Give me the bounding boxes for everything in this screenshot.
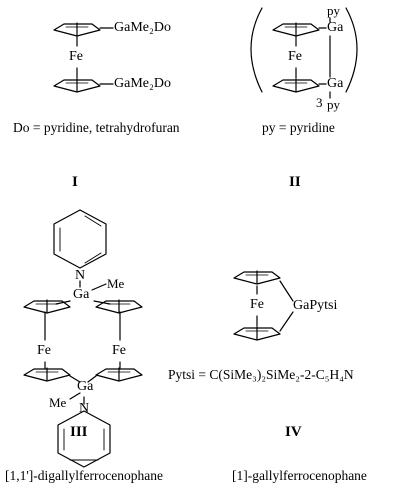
ferrocene-II <box>250 7 358 99</box>
compound-ii-repeat-subscript: 3 <box>316 95 323 110</box>
compound-iii-fe-left: Fe <box>37 343 51 358</box>
cp-ring-bottom-I <box>53 79 101 93</box>
cp-ring-top-I <box>53 23 101 37</box>
compound-iv-numeral: IV <box>285 424 302 440</box>
cp-ring-top-right-III <box>95 300 143 314</box>
compound-iii-me-top: Me <box>107 276 125 291</box>
pyridine-ring-top <box>53 209 107 269</box>
compound-iv-name: [1]-gallylferrocenophane <box>232 468 367 483</box>
compound-iv-definition: Pytsi = C(SiMe₃)₂SiMe₂-2-C₅H₄N <box>168 367 354 382</box>
compound-i-bottom-substituent: GaMe₂Do <box>114 76 171 91</box>
compound-iii-n-top: N <box>75 268 86 283</box>
compound-iii-n-bottom: N <box>79 401 90 416</box>
compound-ii-ga-bottom: Ga <box>327 76 344 91</box>
cp-ring-top-IV <box>233 271 281 285</box>
cp-ring-bottom-IV <box>233 327 281 341</box>
compound-ii-ga-top: Ga <box>327 20 344 35</box>
bracket-right <box>345 7 358 93</box>
compound-iv-substituent: GaPytsi <box>293 298 338 313</box>
cp-ring-top-II <box>272 23 320 37</box>
compound-iii-ga-bottom: Ga <box>77 379 94 394</box>
compound-ii-numeral: II <box>289 174 301 190</box>
compound-ii-py-bottom: py <box>327 97 340 112</box>
compound-iii-ga-top: Ga <box>73 287 90 302</box>
ferrocene-I <box>53 22 114 93</box>
compound-iv-iron-label: Fe <box>250 297 264 312</box>
ferrocenophane-IV <box>233 270 294 341</box>
compound-i-top-substituent: GaMe₂Do <box>114 20 171 35</box>
compound-iii-numeral: III <box>70 424 88 440</box>
compound-i-iron-label: Fe <box>69 49 83 64</box>
cp-ring-bottom-right-III <box>95 368 143 382</box>
compound-iii-me-bottom: Me <box>49 395 67 410</box>
compound-i-numeral: I <box>72 174 78 190</box>
compound-i-definition: Do = pyridine, tetrahydrofuran <box>13 120 180 135</box>
compound-ii-definition: py = pyridine <box>262 120 335 135</box>
cp-ring-top-left-III <box>23 300 71 314</box>
cp-ring-bottom-II <box>272 79 320 93</box>
pyridine-ring-bottom <box>57 410 111 468</box>
compound-ii-iron-label: Fe <box>288 49 302 64</box>
bracket-left <box>250 7 263 93</box>
compound-iii-fe-right: Fe <box>112 343 126 358</box>
cp-ring-bottom-left-III <box>23 368 71 382</box>
compound-ii-py-top: py <box>327 3 340 18</box>
compound-iii-name: [1,1']-digallylferrocenophane <box>5 468 163 483</box>
ferrocenophane-III <box>23 209 143 468</box>
